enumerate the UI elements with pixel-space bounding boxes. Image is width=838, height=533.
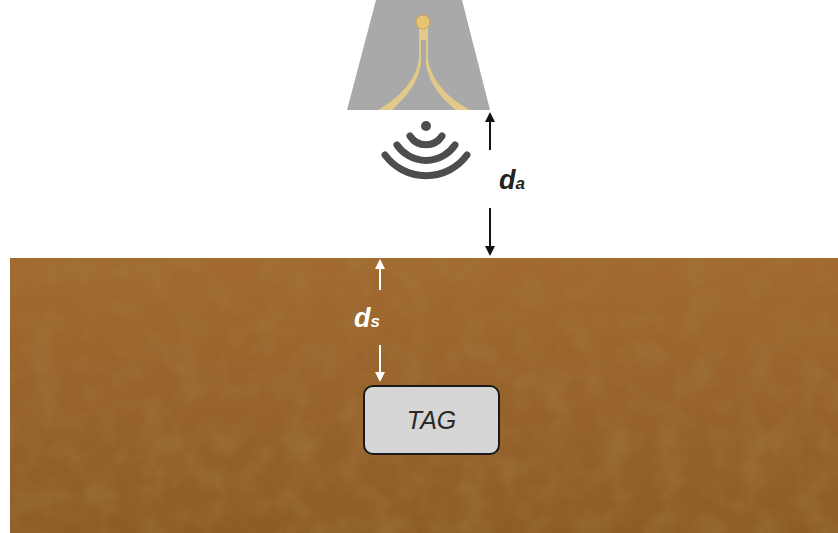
rfid-tag: TAG bbox=[363, 385, 500, 455]
soil-depth-label: ds bbox=[354, 305, 380, 332]
air-distance-arrow bbox=[489, 114, 491, 254]
radio-waves bbox=[385, 121, 467, 176]
soil-region bbox=[10, 258, 838, 533]
reader-antenna bbox=[347, 0, 490, 110]
tag-label: TAG bbox=[407, 406, 457, 435]
soil-texture bbox=[10, 258, 838, 533]
air-distance-label: da bbox=[499, 167, 525, 194]
